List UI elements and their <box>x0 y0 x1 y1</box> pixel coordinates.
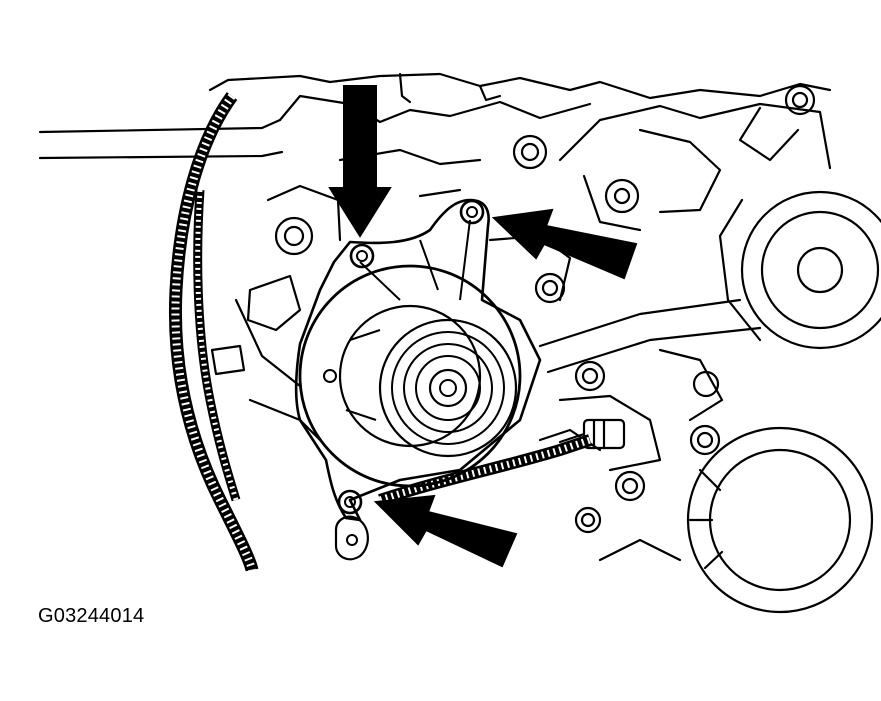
upper-left-mounting-bolt <box>349 243 375 269</box>
braided-hose <box>168 92 592 572</box>
tensioner-bracket-outline <box>294 198 542 522</box>
upper-right-mounting-bolt <box>459 199 485 225</box>
lower-mounting-bolt <box>337 489 363 515</box>
tensioner-assembly <box>294 198 542 561</box>
right-arrow <box>491 208 638 280</box>
callout-arrows <box>328 85 638 568</box>
bottom-arrow <box>373 494 518 568</box>
top-arrow <box>328 85 392 238</box>
figure-id-label: G03244014 <box>38 605 145 627</box>
engine-block-background <box>38 72 881 614</box>
